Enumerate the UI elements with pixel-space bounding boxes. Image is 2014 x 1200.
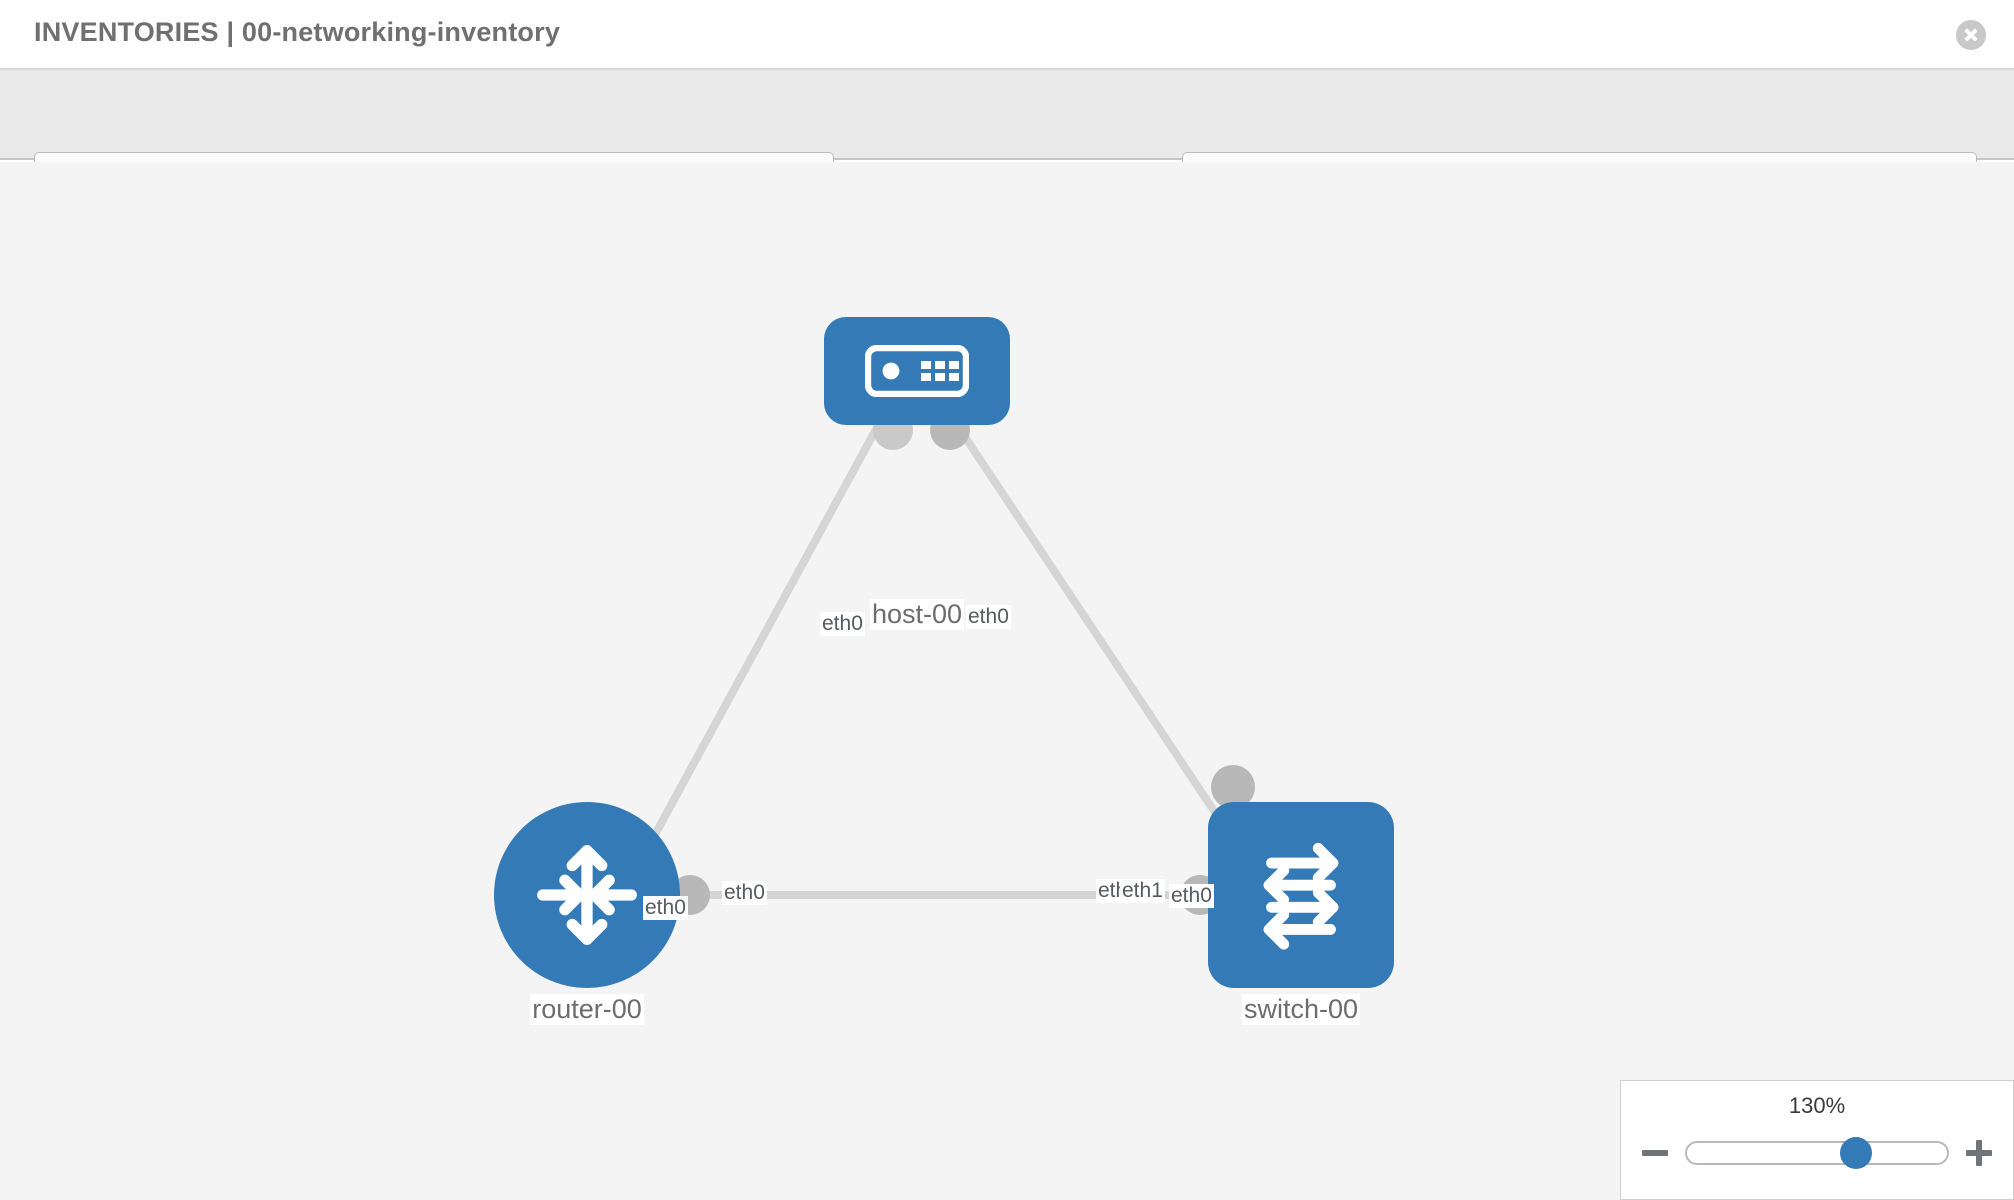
node-label-host-00: host-00 bbox=[869, 599, 965, 630]
interface-label-host-left: eth0 bbox=[820, 612, 865, 636]
link-host-router bbox=[636, 420, 884, 864]
interface-label-switch-left: eth1 bbox=[1120, 879, 1165, 903]
interface-label-host-right: eth0 bbox=[966, 605, 1011, 629]
link-host-switch bbox=[951, 419, 1252, 865]
zoom-in-button[interactable] bbox=[1963, 1137, 1995, 1169]
zoom-out-button[interactable] bbox=[1639, 1137, 1671, 1169]
topology-node-switch-00[interactable]: switch-00 bbox=[1208, 802, 1394, 1062]
page-header: INVENTORIES | 00-networking-inventory bbox=[0, 0, 2014, 70]
page-title: INVENTORIES | 00-networking-inventory bbox=[34, 17, 561, 47]
close-icon[interactable] bbox=[1956, 20, 1986, 50]
node-label-switch-00: switch-00 bbox=[1241, 994, 1361, 1025]
router-arrows-icon bbox=[494, 802, 680, 988]
switch-arrows-icon bbox=[1208, 802, 1394, 988]
node-label-router-00: router-00 bbox=[530, 994, 644, 1025]
topology-node-host-00[interactable]: host-00 bbox=[824, 317, 1010, 630]
zoom-control-panel: 130% bbox=[1620, 1080, 2014, 1200]
interface-label-router-up: eth0 bbox=[643, 896, 688, 920]
zoom-slider-track[interactable] bbox=[1685, 1137, 1949, 1169]
server-icon bbox=[824, 317, 1010, 425]
zoom-slider-thumb[interactable] bbox=[1840, 1137, 1872, 1169]
interface-label-router-right: eth0 bbox=[722, 881, 767, 905]
interface-label-switch-up: eth0 bbox=[1169, 884, 1214, 908]
toolbar: ACTIONS SEARCH bbox=[0, 70, 2014, 208]
topology-node-router-00[interactable]: router-00 bbox=[494, 802, 680, 1062]
zoom-level-value: 130% bbox=[1788, 1093, 1846, 1118]
zoom-slider-row bbox=[1621, 1131, 2013, 1175]
connector-switch-top bbox=[1211, 765, 1255, 809]
topology-canvas[interactable]: host-00 bbox=[0, 162, 2014, 1200]
